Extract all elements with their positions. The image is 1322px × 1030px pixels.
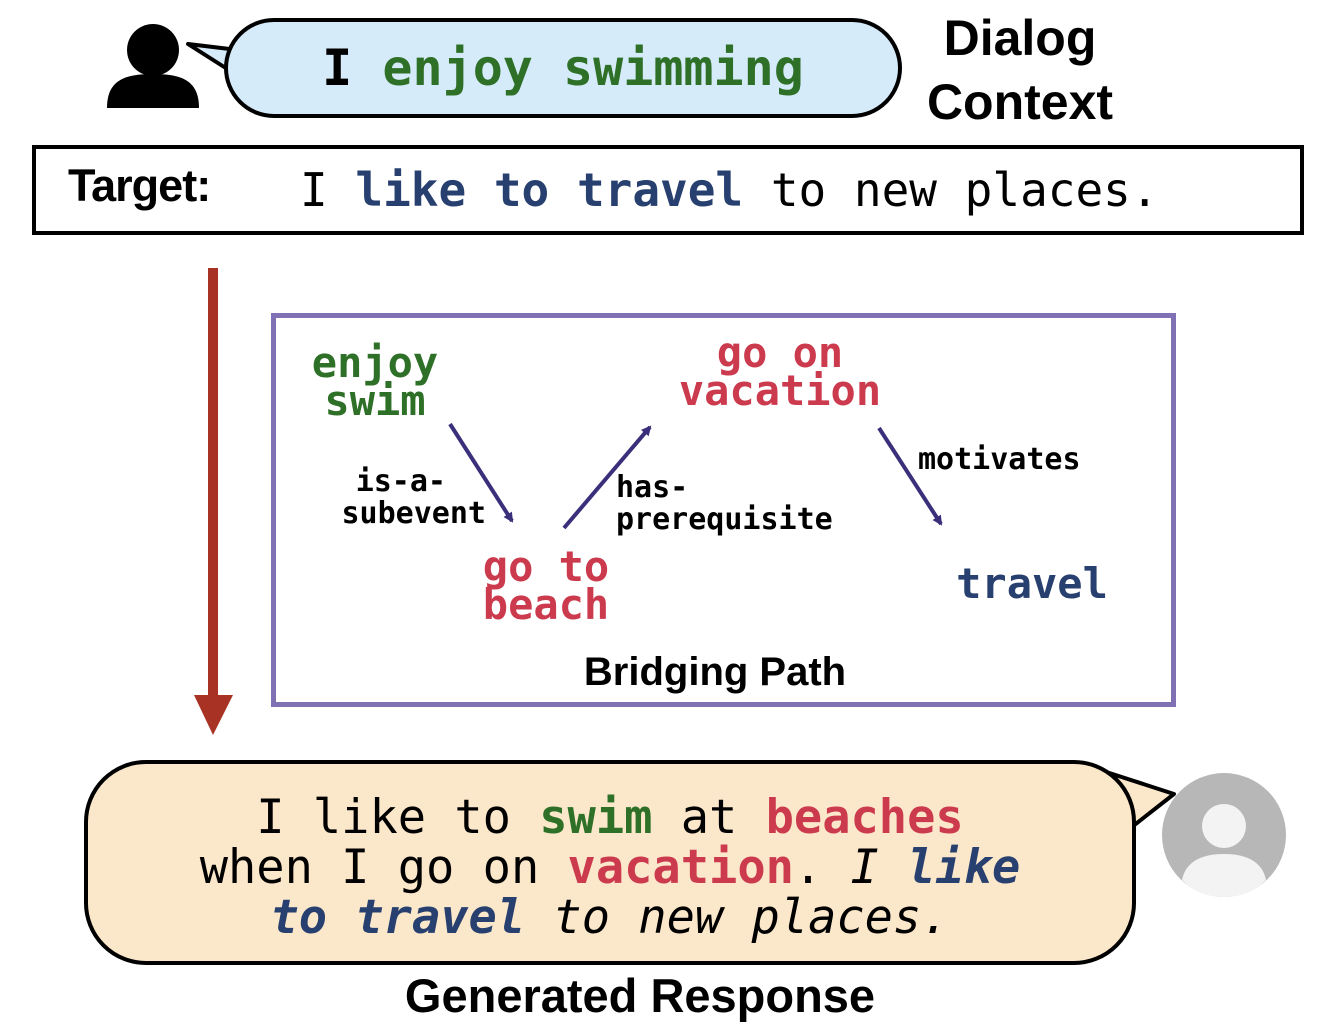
target-label: Target: xyxy=(68,160,211,212)
dialog-context-title: Dialog Context xyxy=(905,6,1135,134)
relation-is-a-subevent: is-a- subevent xyxy=(290,464,487,531)
node-go-on-vacation-line1: go on xyxy=(716,328,844,377)
text-run: to new places. xyxy=(743,163,1159,217)
response-sentence: I like to swim at beaches when I go on v… xyxy=(84,793,1136,943)
node-enjoy-swim-line2: swim xyxy=(324,376,426,425)
text-run: I xyxy=(850,840,908,895)
dialog-context-title-line2: Context xyxy=(926,74,1114,130)
node-go-on-vacation-line2: vacation xyxy=(678,366,882,415)
relation-motivates: motivates xyxy=(918,444,1081,476)
text-run: vacation xyxy=(567,840,794,895)
target-label-text: Target xyxy=(68,160,197,211)
node-travel-line1: travel xyxy=(956,559,1108,608)
text-run: . xyxy=(793,840,851,895)
text-run: when I go on xyxy=(199,840,540,895)
relation-motivates-line1: motivates xyxy=(918,442,1081,477)
node-enjoy-swim: enjoy swim xyxy=(290,338,460,425)
text-run: like to travel xyxy=(355,163,744,217)
node-go-to-beach-line1: go to xyxy=(482,542,610,591)
text-run: I xyxy=(322,39,383,97)
text-run: like to travel xyxy=(270,840,1021,945)
flow-arrow xyxy=(194,268,233,735)
node-enjoy-swim-line1: enjoy xyxy=(311,338,439,387)
response-speech-bubble xyxy=(84,760,1136,965)
target-box xyxy=(32,145,1304,235)
bridging-path-box xyxy=(271,313,1176,707)
avatar-placeholder-icon xyxy=(1162,773,1286,897)
relation-has-prerequisite: has- prerequisite xyxy=(616,472,833,536)
text-run: to new places. xyxy=(525,890,950,945)
text-run: swim xyxy=(539,790,653,845)
target-sentence: I like to travel to new places. xyxy=(300,163,1159,217)
text-run: I xyxy=(300,163,356,217)
generated-response-title: Generated Response xyxy=(404,969,876,1022)
node-travel: travel xyxy=(932,559,1132,608)
bridging-path-title: Bridging Path xyxy=(583,650,847,694)
edge-motivates xyxy=(877,426,943,526)
relation-is-a-subevent-line2: subevent xyxy=(341,496,487,531)
text-run: at xyxy=(652,790,766,845)
edge-is-a-subevent xyxy=(448,422,514,523)
dialog-context-title-line1: Dialog xyxy=(943,10,1097,66)
user-speech-bubble xyxy=(224,18,902,118)
text-run: beaches xyxy=(765,790,964,845)
target-label-colon: : xyxy=(196,160,211,211)
text-run: I like to xyxy=(256,790,540,845)
relation-is-a-subevent-line1: is-a- xyxy=(355,464,446,499)
relation-has-prerequisite-line1: has- xyxy=(616,470,689,505)
node-go-to-beach: go to beach xyxy=(456,542,636,629)
person-silhouette-icon xyxy=(107,24,199,108)
relation-has-prerequisite-line2: prerequisite xyxy=(616,502,833,537)
user-utterance: I enjoy swimming xyxy=(224,18,902,118)
edge-has-prerequisite xyxy=(562,425,652,530)
text-run: enjoy swimming xyxy=(382,39,804,97)
node-go-to-beach-line2: beach xyxy=(482,580,610,629)
node-go-on-vacation: go on vacation xyxy=(640,328,920,415)
